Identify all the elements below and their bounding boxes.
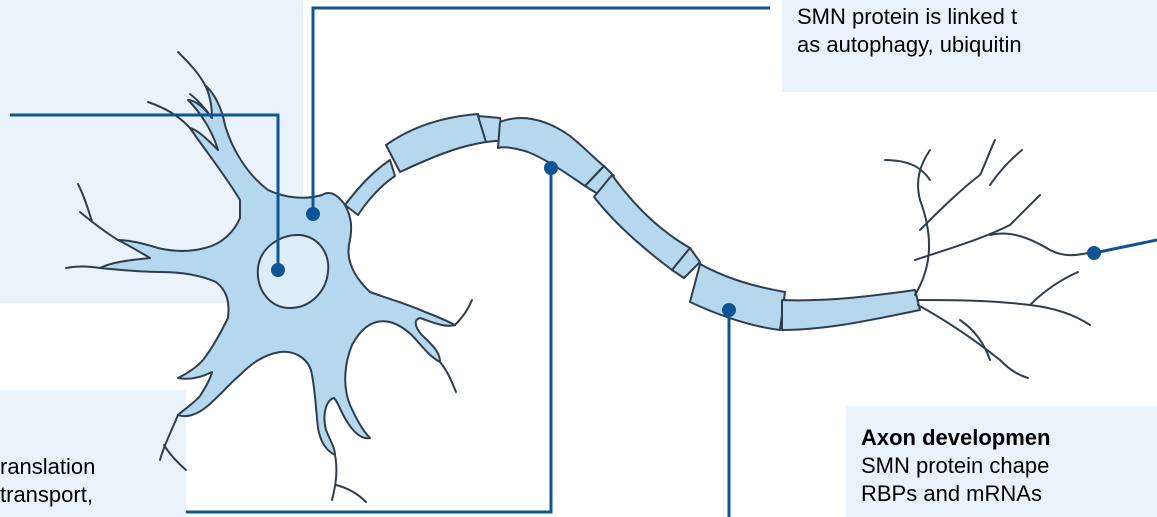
axon xyxy=(345,114,920,330)
cell-body-dot xyxy=(306,207,320,221)
axon-initial-segment xyxy=(345,160,395,215)
axon-transport-dot xyxy=(544,161,558,175)
myelin-sheath-1 xyxy=(386,114,486,172)
leader-line-synapse xyxy=(1094,240,1157,253)
axon-terminal-branch xyxy=(782,290,920,330)
synapse-dot xyxy=(1087,246,1101,260)
axon-development-dot xyxy=(722,303,736,317)
myelin-sheath-3 xyxy=(594,175,690,270)
nucleus-dot xyxy=(271,263,285,277)
myelin-sheath-4 xyxy=(690,264,785,330)
axon-terminal xyxy=(885,140,1092,378)
